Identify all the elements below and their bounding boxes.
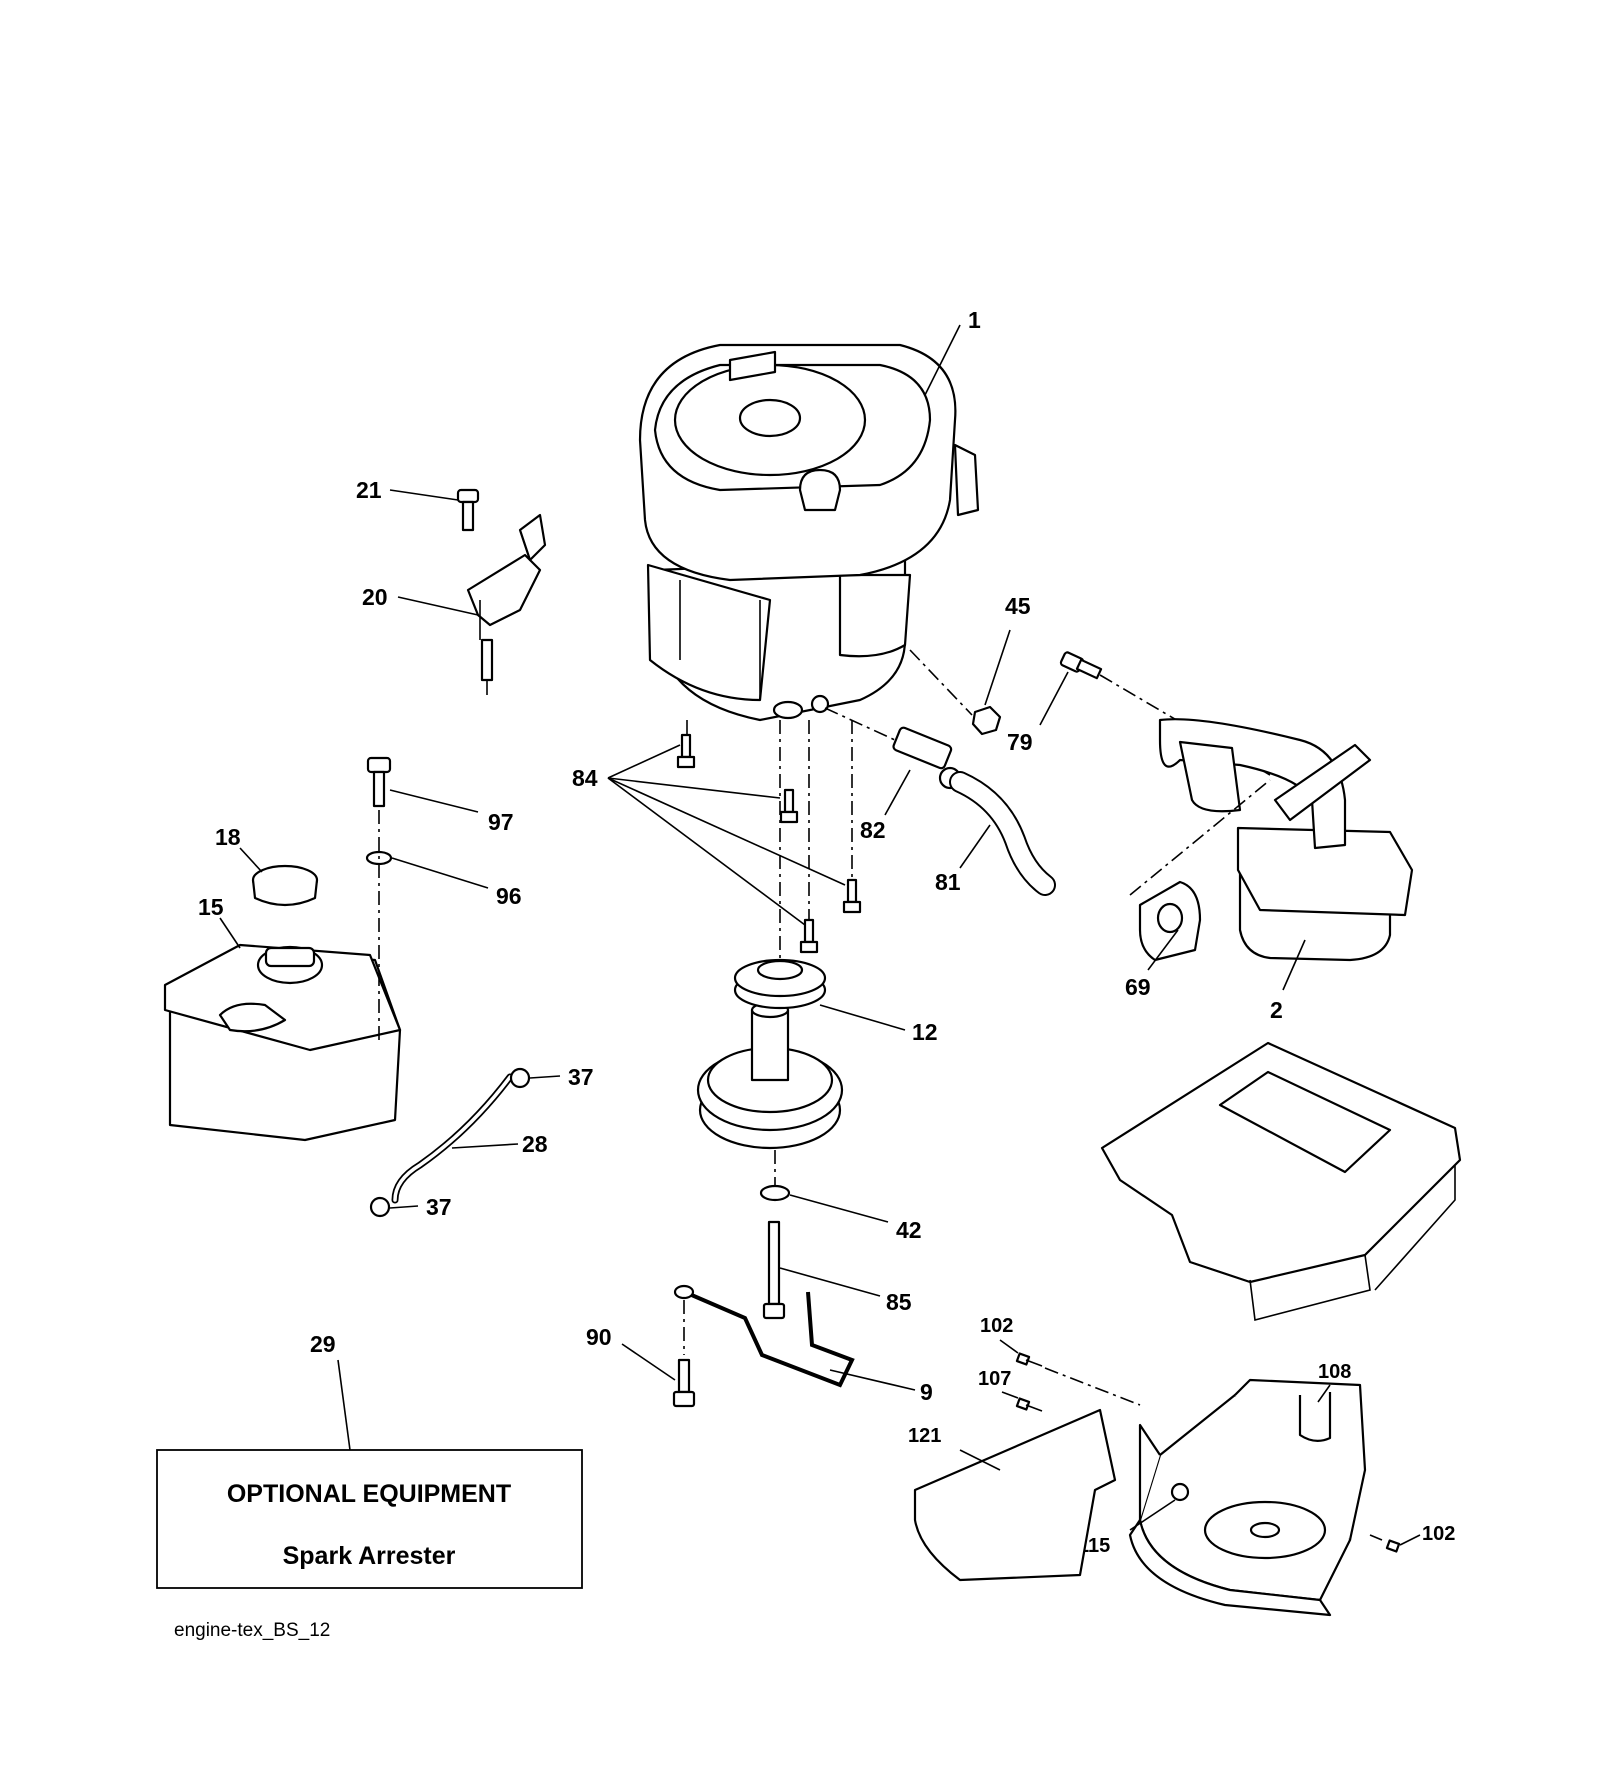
callout-81: 81	[935, 869, 961, 895]
muffler-part-2	[1158, 718, 1414, 962]
callout-9: 9	[920, 1379, 933, 1405]
fuel-cap-part-18	[251, 864, 319, 907]
callout-12: 12	[912, 1019, 938, 1045]
callout-45: 45	[1005, 593, 1031, 619]
callout-69: 69	[1125, 974, 1151, 1000]
callout-37b: 37	[426, 1194, 452, 1220]
callout-15: 15	[198, 894, 224, 920]
callout-21: 21	[356, 477, 382, 503]
clamp-part-37b	[369, 1196, 391, 1218]
callout-1: 1	[968, 307, 981, 333]
screw-part-21	[456, 488, 480, 532]
screw-part-90	[672, 1358, 696, 1408]
pulley-part-12	[696, 958, 844, 1150]
callout-96: 96	[496, 883, 522, 909]
callout-97: 97	[488, 809, 514, 835]
screw-part-107	[1015, 1397, 1043, 1412]
screw-part-102b	[1369, 1534, 1401, 1553]
screw-part-102	[1015, 1352, 1043, 1367]
fuel-tank-part-15	[163, 943, 402, 1142]
callout-42: 42	[896, 1217, 922, 1243]
callout-37a: 37	[568, 1064, 594, 1090]
shield-plate-part-121	[913, 1408, 1117, 1582]
callout-82: 82	[860, 817, 886, 843]
callout-28: 28	[522, 1131, 548, 1157]
fastener-part-115	[1170, 1482, 1190, 1502]
diagram-reference-code: engine-tex_BS_12	[174, 1620, 330, 1641]
screw-part-97	[366, 756, 392, 808]
throttle-control-part-20	[466, 513, 547, 695]
callout-84: 84	[572, 765, 598, 791]
bolt-part-79	[1059, 651, 1103, 680]
engine-mounting-plate	[1100, 1041, 1462, 1322]
washer-part-42	[759, 1184, 791, 1202]
callout-102a: 102	[980, 1315, 1013, 1337]
callout-102b: 102	[1422, 1523, 1455, 1545]
optional-equipment-title: OPTIONAL EQUIPMENT	[227, 1480, 511, 1508]
optional-equipment-box	[156, 1449, 583, 1589]
callout-90: 90	[586, 1324, 612, 1350]
callout-108: 108	[1318, 1361, 1351, 1383]
callout-2: 2	[1270, 997, 1283, 1023]
callout-121: 121	[908, 1425, 941, 1447]
callout-29: 29	[310, 1331, 336, 1357]
bracket-part-9	[679, 1288, 855, 1388]
callout-79: 79	[1007, 729, 1033, 755]
clamp-part-37	[509, 1067, 531, 1089]
callout-20: 20	[362, 584, 388, 610]
callout-107: 107	[978, 1368, 1011, 1390]
callout-18: 18	[215, 824, 241, 850]
heat-shield-part-108	[1128, 1378, 1367, 1617]
bolt-part-85	[762, 1220, 786, 1320]
bolts-part-84	[676, 733, 862, 954]
optional-equipment-item: Spark Arrester	[283, 1542, 456, 1570]
callout-85: 85	[886, 1289, 912, 1315]
nut-part-45	[971, 705, 1002, 736]
engine-part-1	[638, 343, 980, 722]
